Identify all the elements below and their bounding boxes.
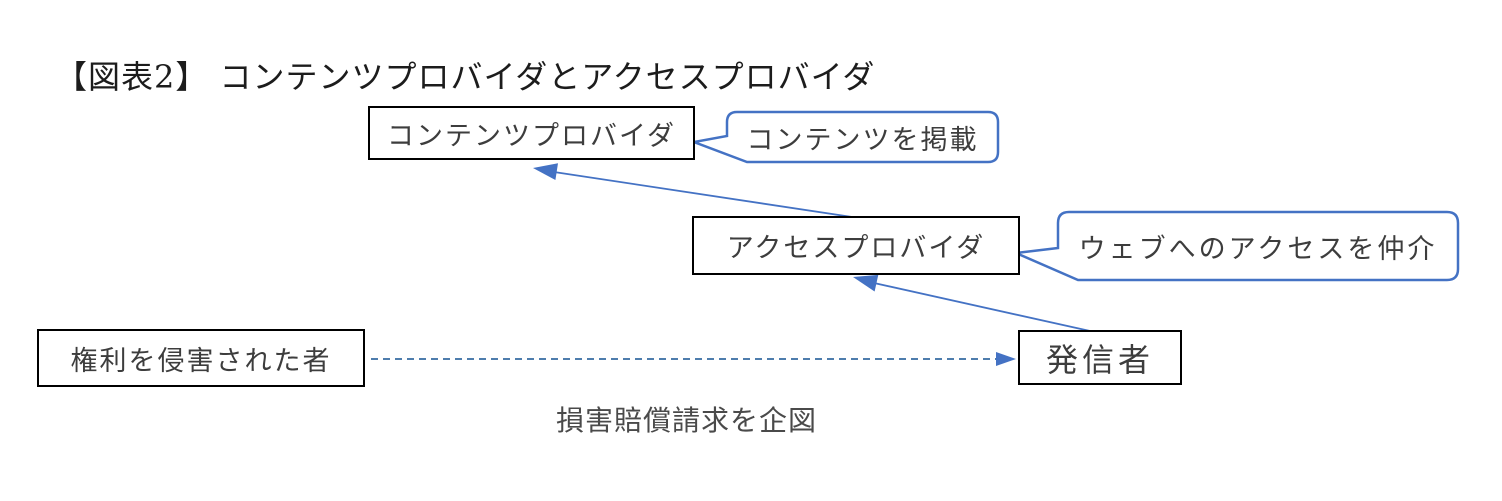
arrow-sender-to-access bbox=[853, 274, 1091, 332]
callout-bubble-content-post bbox=[689, 110, 1000, 164]
node-content-provider: コンテンツプロバイダ bbox=[368, 106, 695, 160]
arrow-access-to-content bbox=[533, 163, 853, 218]
figure-title: 【図表2】 コンテンツプロバイダとアクセスプロバイダ bbox=[55, 58, 876, 96]
callout-bubble-web-access bbox=[1011, 210, 1460, 282]
callout-label-content-post: コンテンツを掲載 bbox=[746, 124, 979, 156]
callout-label-web-access: ウェブへのアクセスを仲介 bbox=[1078, 233, 1438, 265]
node-access-provider: アクセスプロバイダ bbox=[692, 216, 1020, 275]
dashed-arrow-rights-to-sender bbox=[371, 352, 1016, 366]
node-sender: 発信者 bbox=[1018, 330, 1182, 385]
node-rights-holder: 権利を侵害された者 bbox=[37, 329, 365, 387]
dashed-arrow-caption: 損害賠償請求を企図 bbox=[556, 404, 818, 437]
